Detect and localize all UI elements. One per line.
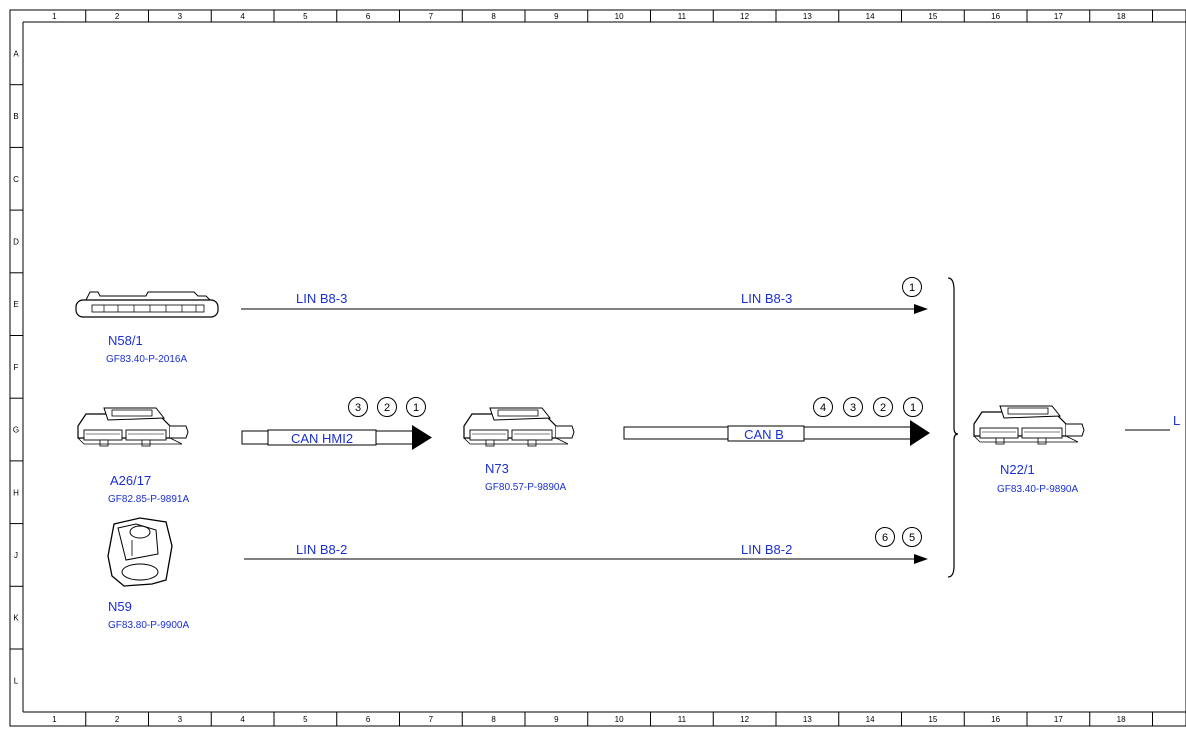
n73-control-unit-icon <box>463 407 575 447</box>
column-label-top: 18 <box>1117 12 1126 21</box>
lin-b8-3-marker: 1 <box>902 277 922 297</box>
column-label-bottom: 5 <box>303 715 308 724</box>
column-label-top: 14 <box>866 12 875 21</box>
row-ticks <box>10 84 23 650</box>
n59-ref-link[interactable]: GF83.80-P-9900A <box>108 620 189 631</box>
n58-1-switch-icon <box>75 291 219 318</box>
column-label-bottom: 4 <box>240 715 245 724</box>
column-label-bottom: 8 <box>491 715 496 724</box>
column-label-bottom: 12 <box>740 715 749 724</box>
n59-label: N59 <box>108 599 132 614</box>
column-label-top: 7 <box>429 12 434 21</box>
column-label-bottom: 16 <box>991 715 1000 724</box>
n73-ref-link[interactable]: GF80.57-P-9890A <box>485 482 566 493</box>
lin-b8-2-label-start: LIN B8-2 <box>296 542 347 557</box>
n22-1-ref-link[interactable]: GF83.40-P-9890A <box>997 484 1078 495</box>
column-label-top: 16 <box>991 12 1000 21</box>
n58-1-ref-link[interactable]: GF83.40-P-2016A <box>106 354 187 365</box>
can-b-connection <box>623 420 930 446</box>
right-exit-label: L <box>1173 413 1180 428</box>
lin-b8-2-label-end: LIN B8-2 <box>741 542 792 557</box>
can-hmi2-marker-c: 1 <box>413 402 419 414</box>
row-label: C <box>13 175 19 184</box>
row-label: B <box>13 112 18 121</box>
column-label-bottom: 14 <box>866 715 875 724</box>
row-label: L <box>14 676 19 685</box>
row-label: F <box>14 363 19 372</box>
column-label-bottom: 3 <box>178 715 183 724</box>
lin-b8-2-marker-b: 5 <box>909 532 915 544</box>
lin-b8-2-connection <box>244 554 928 564</box>
row-label: E <box>13 300 18 309</box>
can-hmi2-markers: 3 2 1 <box>348 397 426 417</box>
a26-17-label: A26/17 <box>110 473 151 488</box>
row-label: K <box>13 614 19 623</box>
row-label: J <box>14 551 18 560</box>
column-label-bottom: 10 <box>615 715 624 724</box>
n59-component-icon <box>107 517 173 587</box>
column-label-bottom: 15 <box>928 715 937 724</box>
column-label-top: 3 <box>178 12 183 21</box>
row-label: A <box>13 49 19 58</box>
n22-1-control-unit-icon <box>973 405 1085 445</box>
column-label-bottom: 9 <box>554 715 559 724</box>
lin-b8-3-label-start: LIN B8-3 <box>296 291 347 306</box>
can-b-markers: 4 3 2 1 <box>813 397 923 417</box>
can-b-marker-d: 1 <box>910 402 916 414</box>
column-label-top: 15 <box>928 12 937 21</box>
column-label-top: 10 <box>615 12 624 21</box>
column-label-bottom: 6 <box>366 715 371 724</box>
column-label-top: 13 <box>803 12 812 21</box>
lin-b8-3-marker-number: 1 <box>909 282 915 294</box>
column-ticks <box>85 10 1153 726</box>
column-label-bottom: 13 <box>803 715 812 724</box>
column-label-bottom: 17 <box>1054 715 1063 724</box>
can-b-label: CAN B <box>744 427 784 442</box>
n73-label: N73 <box>485 461 509 476</box>
row-label: D <box>13 237 19 246</box>
column-label-bottom: 7 <box>429 715 434 724</box>
lin-b8-2-marker-a: 6 <box>882 532 888 544</box>
column-label-top: 12 <box>740 12 749 21</box>
can-b-marker-b: 3 <box>850 402 856 414</box>
column-label-top: 11 <box>678 12 687 21</box>
column-label-bottom: 2 <box>115 715 120 724</box>
column-label-top: 4 <box>240 12 245 21</box>
can-hmi2-marker-b: 2 <box>384 402 390 414</box>
column-label-top: 17 <box>1054 12 1063 21</box>
can-hmi2-connection <box>241 425 432 450</box>
lin-b8-3-label-end: LIN B8-3 <box>741 291 792 306</box>
lin-b8-2-markers: 6 5 <box>875 527 922 547</box>
lin-b8-3-connection <box>241 304 928 314</box>
column-label-top: 6 <box>366 12 371 21</box>
can-b-marker-c: 2 <box>880 402 886 414</box>
column-label-bottom: 18 <box>1117 715 1126 724</box>
row-labels: A B C D E F G H J K L <box>13 49 19 685</box>
n58-1-label: N58/1 <box>108 333 143 348</box>
a26-17-control-unit-icon <box>77 407 189 447</box>
can-hmi2-label: CAN HMI2 <box>291 431 353 446</box>
column-label-top: 1 <box>52 12 57 21</box>
column-label-top: 8 <box>491 12 496 21</box>
row-label: H <box>13 488 19 497</box>
column-label-top: 2 <box>115 12 120 21</box>
column-label-bottom: 11 <box>678 715 687 724</box>
grouping-brace <box>947 277 959 578</box>
n22-1-label: N22/1 <box>1000 462 1035 477</box>
a26-17-ref-link[interactable]: GF82.85-P-9891A <box>108 494 189 505</box>
column-label-top: 5 <box>303 12 308 21</box>
can-hmi2-marker-a: 3 <box>355 402 361 414</box>
column-label-bottom: 1 <box>52 715 57 724</box>
row-label: G <box>13 426 19 435</box>
can-b-marker-a: 4 <box>820 402 826 414</box>
column-label-top: 9 <box>554 12 559 21</box>
